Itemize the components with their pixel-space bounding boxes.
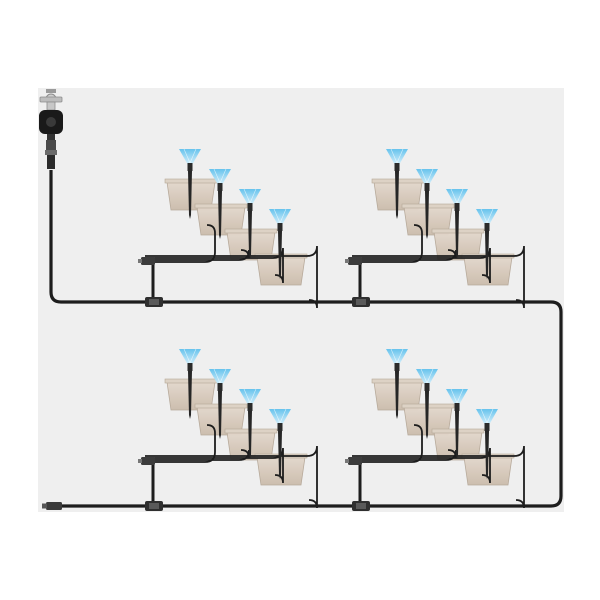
tap-icon — [39, 89, 63, 111]
manifold-connector-icon — [141, 457, 155, 465]
dripper-stake-icon — [425, 391, 429, 439]
dripper-stake-icon — [485, 431, 489, 479]
dripper-head-icon — [394, 163, 400, 171]
dripper-stake-icon — [278, 431, 282, 479]
dripper-head-icon — [247, 403, 253, 411]
water-timer-icon — [39, 110, 63, 140]
dripper-head-icon — [424, 383, 430, 391]
water-spray-icon — [446, 189, 468, 205]
drip-tube — [145, 445, 318, 509]
water-spray-icon — [416, 369, 438, 385]
water-spray-icon — [386, 349, 408, 365]
dripper-stake-icon — [485, 231, 489, 279]
water-spray-icon — [269, 409, 291, 425]
manifold-connector-icon — [348, 457, 362, 465]
planter-group-top-left — [138, 148, 318, 309]
dripper-stake-icon — [248, 211, 252, 259]
dripper-stake-icon — [395, 171, 399, 219]
drip-tube — [352, 224, 423, 263]
water-source — [39, 89, 63, 169]
water-spray-icon — [239, 389, 261, 405]
dripper-head-icon — [247, 203, 253, 211]
dripper-stake-icon — [278, 231, 282, 279]
dripper-stake-icon — [218, 391, 222, 439]
dripper-head-icon — [484, 423, 490, 431]
water-spray-icon — [476, 209, 498, 225]
manifold-connector-icon — [348, 257, 362, 265]
planter-group-bottom-left — [138, 348, 318, 511]
dripper-head-icon — [187, 363, 193, 371]
main-supply-tube — [49, 170, 563, 508]
dripper-head-icon — [217, 383, 223, 391]
planter-group-bottom-right — [345, 348, 525, 511]
dripper-stake-icon — [455, 411, 459, 459]
water-spray-icon — [416, 169, 438, 185]
drip-tube — [145, 424, 216, 463]
water-spray-icon — [209, 369, 231, 385]
water-spray-icon — [269, 209, 291, 225]
dripper-stake-icon — [455, 211, 459, 259]
drip-tube — [145, 224, 216, 263]
dripper-head-icon — [424, 183, 430, 191]
dripper-stake-icon — [188, 171, 192, 219]
planter-group-top-right — [345, 148, 525, 309]
dripper-stake-icon — [218, 191, 222, 239]
dripper-stake-icon — [395, 371, 399, 419]
drip-tube — [352, 245, 525, 309]
dripper-stake-icon — [248, 411, 252, 459]
dripper-head-icon — [454, 403, 460, 411]
dripper-head-icon — [454, 203, 460, 211]
dripper-head-icon — [394, 363, 400, 371]
water-spray-icon — [179, 349, 201, 365]
water-spray-icon — [476, 409, 498, 425]
water-spray-icon — [239, 189, 261, 205]
water-spray-icon — [386, 149, 408, 165]
water-spray-icon — [179, 149, 201, 165]
drip-tube — [145, 245, 318, 309]
dripper-stake-icon — [425, 191, 429, 239]
dripper-head-icon — [277, 423, 283, 431]
dripper-stake-icon — [188, 371, 192, 419]
drip-tube — [352, 424, 423, 463]
dripper-head-icon — [277, 223, 283, 231]
water-spray-icon — [446, 389, 468, 405]
dripper-head-icon — [217, 183, 223, 191]
manifold-connector-icon — [141, 257, 155, 265]
drip-tube — [352, 445, 525, 509]
water-spray-icon — [209, 169, 231, 185]
dripper-head-icon — [484, 223, 490, 231]
hose-connector-icon — [45, 140, 57, 169]
dripper-head-icon — [187, 163, 193, 171]
end-plug-icon — [42, 502, 62, 510]
